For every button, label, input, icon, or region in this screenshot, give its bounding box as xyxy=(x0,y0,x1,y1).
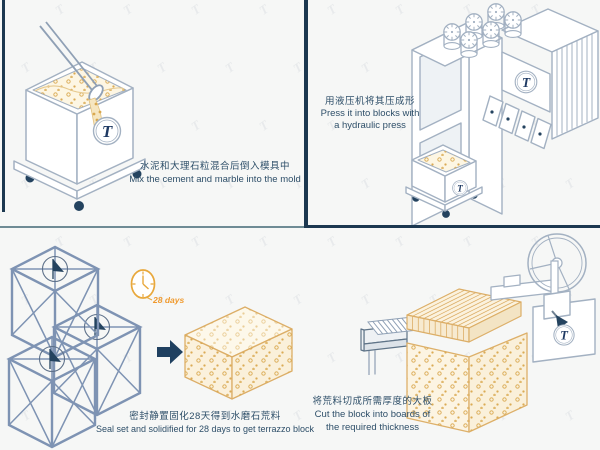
panel-cut-illustration xyxy=(360,233,596,433)
caption-press-en1: Press it into blocks with xyxy=(320,108,420,119)
caption-cut-en2: the required thickness xyxy=(326,422,419,433)
panel-press-illustration xyxy=(405,3,599,227)
arrow-right-icon xyxy=(157,340,183,364)
horizontal-divider-right xyxy=(304,225,600,228)
caption-mix: 水泥和大理石粒混合后倒入模具中 Mix the cement and marbl… xyxy=(100,160,330,186)
terrazzo-block xyxy=(184,306,293,400)
caption-cut-cn: 将荒料切成所需厚度的大板 xyxy=(312,396,433,407)
terrazzo-block-being-cut xyxy=(406,332,528,433)
caption-press-cn: 用液压机将其压成形 xyxy=(324,96,415,107)
caption-cut-en1: Cut the block into boards of xyxy=(314,409,431,420)
caption-cure-en: Seal set and solidified for 28 days to g… xyxy=(95,424,315,434)
panel-cure-illustration: 28 days xyxy=(7,245,293,449)
clock-icon: 28 days xyxy=(130,269,184,305)
caption-cut: 将荒料切成所需厚度的大板 Cut the block into boards o… xyxy=(305,395,440,434)
saw-beam xyxy=(490,274,553,301)
clock-label: 28 days xyxy=(152,295,184,305)
caption-cure-cn: 密封静置固化28天得到水磨石荒料 xyxy=(129,411,281,422)
panel-mix-illustration xyxy=(13,21,146,211)
mix-heap-line xyxy=(34,85,125,94)
press-machine xyxy=(405,3,599,227)
caption-cure: 密封静置固化28天得到水磨石荒料 Seal set and solidified… xyxy=(55,410,355,436)
left-edge-bar xyxy=(2,0,5,212)
caption-press-en2: a hydraulic press xyxy=(334,120,406,131)
caption-mix-en: Mix the cement and marble into the mold xyxy=(129,174,301,185)
mold-mix-dots xyxy=(33,68,126,109)
press-side-unit xyxy=(501,8,599,140)
vertical-divider xyxy=(304,0,308,227)
caption-press: 用液压机将其压成形 Press it into blocks with a hy… xyxy=(308,96,432,132)
cutting-table xyxy=(360,324,408,375)
cut-boards-stack xyxy=(406,288,522,343)
caption-mix-cn: 水泥和大理石粒混合后倒入模具中 xyxy=(139,161,290,172)
mold-box xyxy=(13,61,146,211)
horizontal-divider-left xyxy=(0,226,306,228)
press-chutes xyxy=(482,95,552,150)
mold-base-right xyxy=(76,158,146,200)
